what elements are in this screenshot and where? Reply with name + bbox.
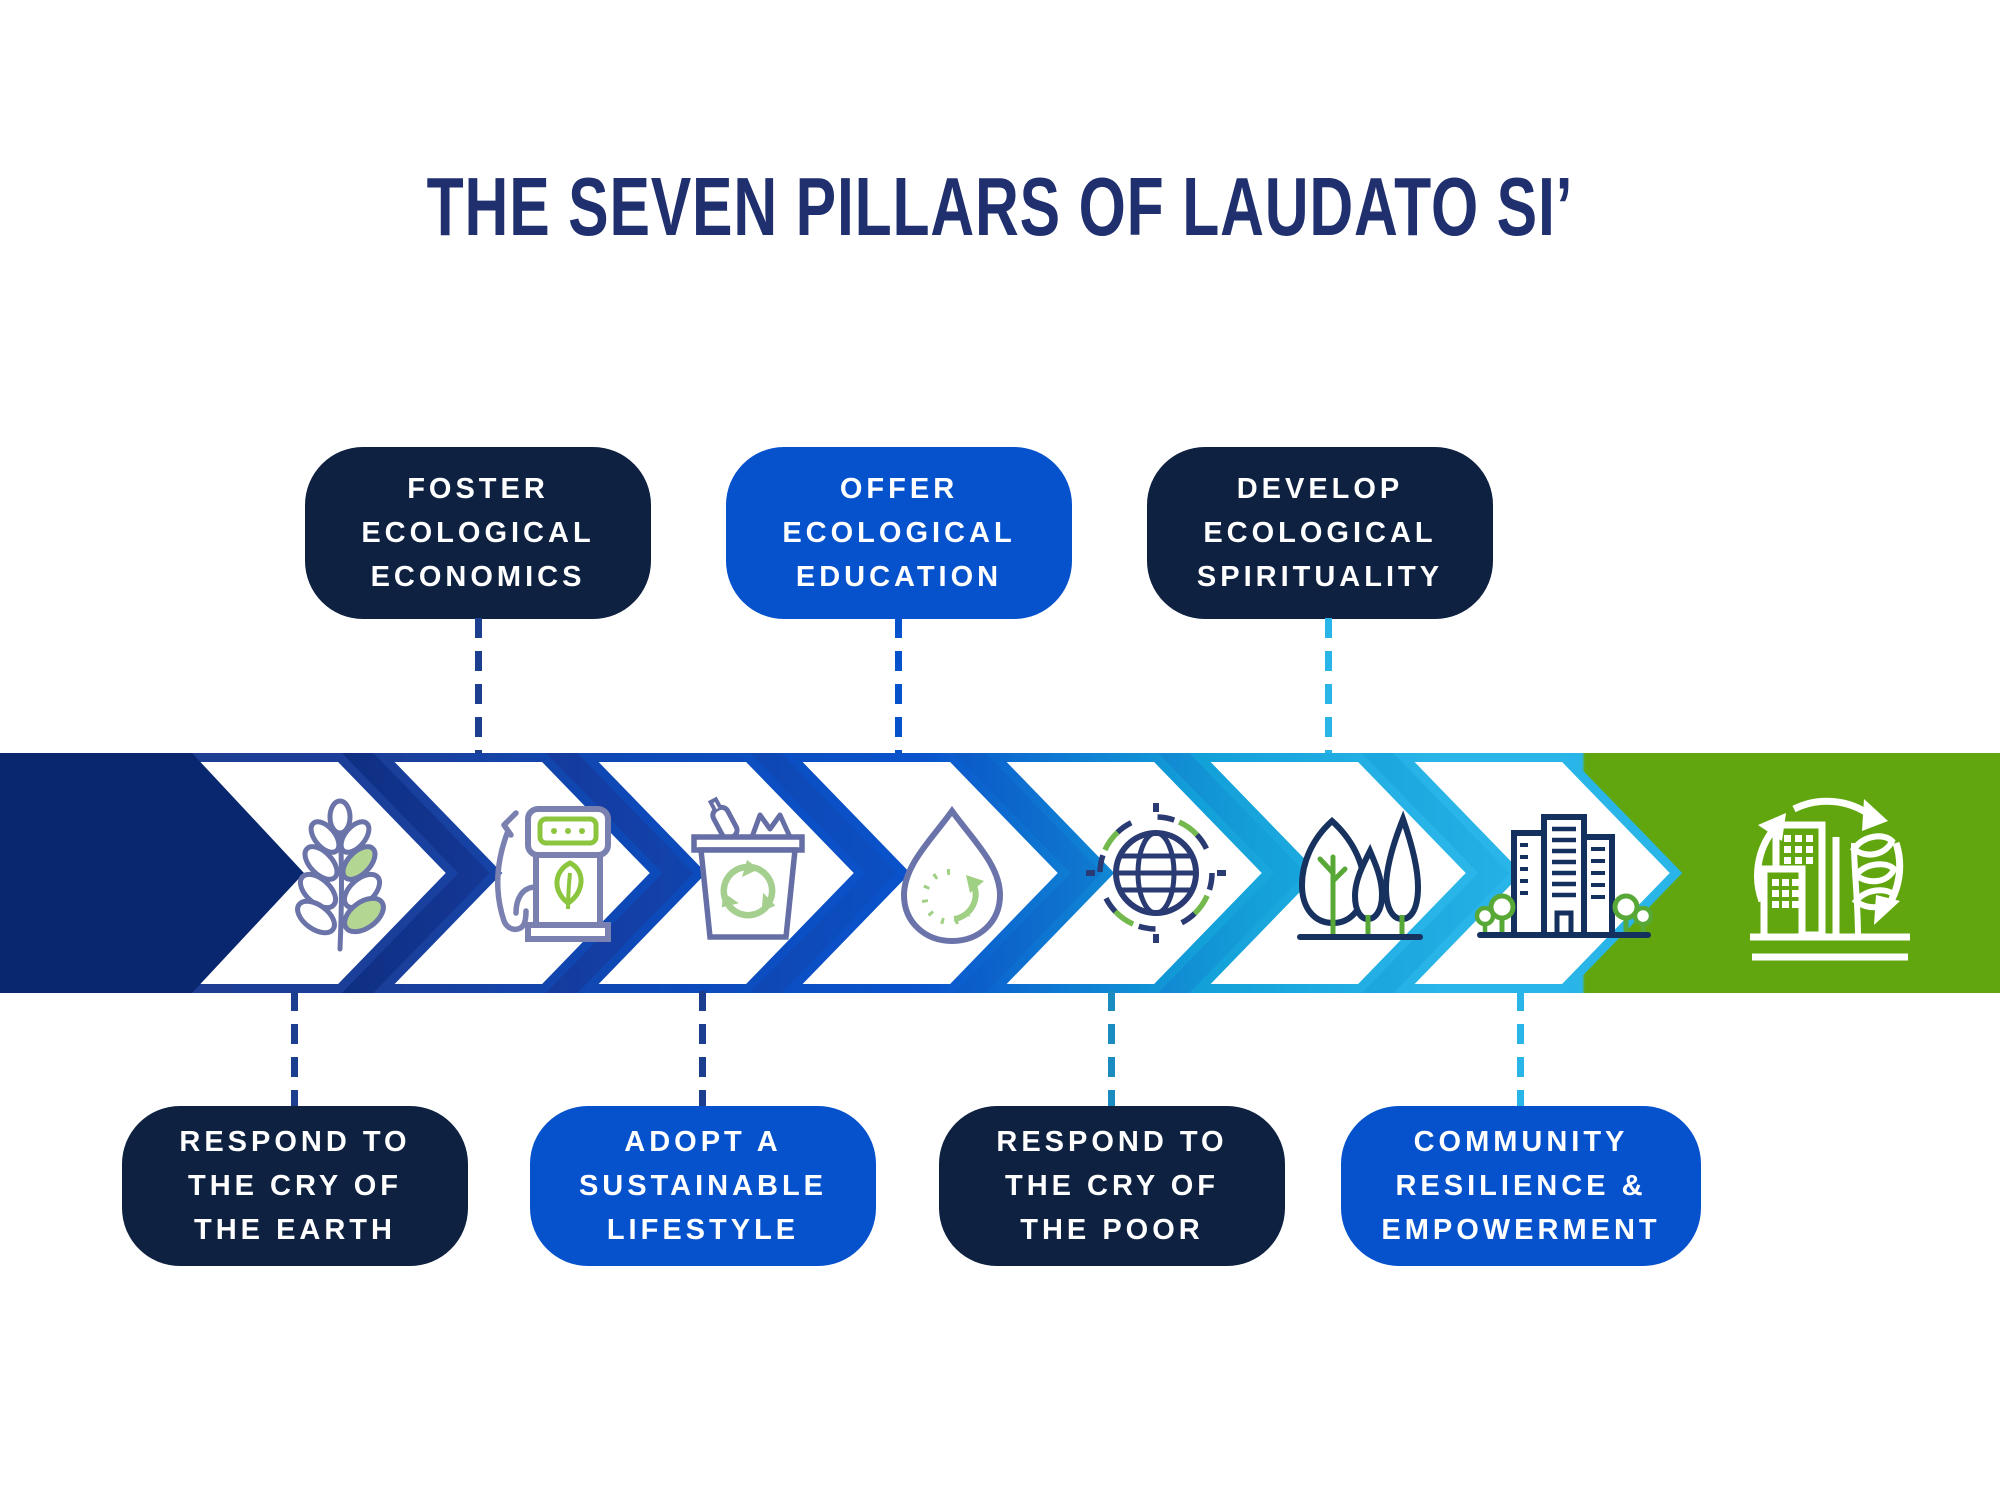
connector-top-3 [1325,618,1332,753]
connector-bottom-3 [1108,991,1115,1107]
pill-label: OFFER ECOLOGICAL EDUCATION [782,473,1016,593]
water-drop-icon [900,805,1004,945]
pill-community-resilience-empowerment: COMMUNITY RESILIENCE & EMPOWERMENT [1341,1106,1701,1266]
pill-respond-cry-of-earth: RESPOND TO THE CRY OF THE EARTH [122,1106,468,1266]
connector-bottom-2 [699,991,706,1107]
connector-bottom-4 [1517,991,1524,1107]
band-start-arrow [0,753,304,993]
forest-trees-icon [1297,810,1423,940]
pill-label: RESPOND TO THE CRY OF THE POOR [996,1126,1228,1246]
pillars-arrow-band [0,753,2000,993]
pill-label: ADOPT A SUSTAINABLE LIFESTYLE [578,1126,828,1246]
pill-adopt-sustainable-lifestyle: ADOPT A SUSTAINABLE LIFESTYLE [530,1106,876,1266]
pill-foster-ecological-economics: FOSTER ECOLOGICAL ECONOMICS [305,447,651,619]
pill-label: RESPOND TO THE CRY OF THE EARTH [179,1126,411,1246]
pill-respond-cry-of-poor: RESPOND TO THE CRY OF THE POOR [939,1106,1285,1266]
connector-bottom-1 [291,991,298,1107]
wheat-plant-icon [295,798,386,952]
connector-top-1 [475,618,482,753]
pill-label: DEVELOP ECOLOGICAL SPIRITUALITY [1196,473,1444,593]
eco-fuel-pump-icon [495,806,611,942]
pill-develop-ecological-spirituality: DEVELOP ECOLOGICAL SPIRITUALITY [1147,447,1493,619]
pill-label: FOSTER ECOLOGICAL ECONOMICS [361,473,595,593]
pill-label: COMMUNITY RESILIENCE & EMPOWERMENT [1381,1126,1661,1246]
page-title: THE SEVEN PILLARS OF LAUDATO SI’ [426,159,1574,253]
connector-top-2 [895,618,902,753]
city-buildings-icon [1474,814,1654,938]
pill-offer-ecological-education: OFFER ECOLOGICAL EDUCATION [726,447,1072,619]
recycling-bin-icon [691,796,805,940]
sustainable-city-icon [1750,797,1910,961]
